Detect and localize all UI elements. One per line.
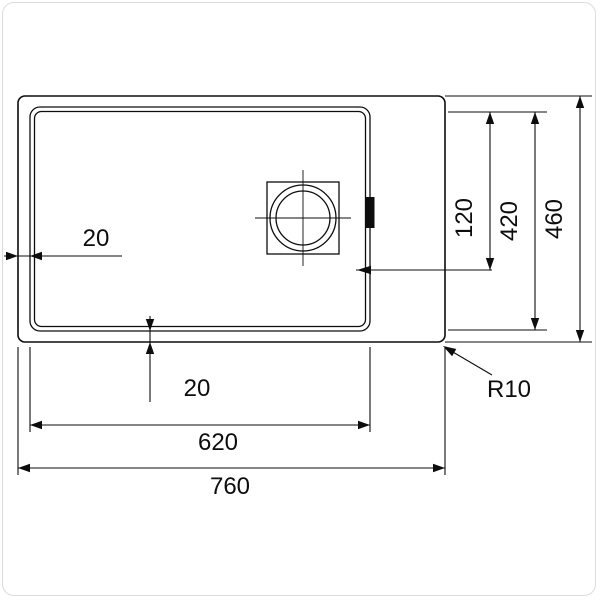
dim-760-label: 760 [210,473,250,500]
overflow-mark [365,197,375,228]
leader-line [451,351,493,376]
dimension-left-rim-offset: 20 [4,225,122,261]
right-extension-lines [356,95,592,343]
dim-arrow [145,342,155,354]
radius-r10-label: R10 [487,376,531,403]
dimension-drain-offset: 120 [451,112,495,270]
dimension-outer-width: 760 [17,347,446,500]
dim-arrow [358,420,370,430]
dim-arrow [18,463,30,473]
dimension-corner-radius: R10 [443,346,531,403]
sink-outer-edge [17,95,446,343]
dim-bottom-20-label: 20 [184,375,211,402]
dim-460-label: 460 [541,199,568,239]
dim-arrow [575,330,585,342]
sink-outline [17,95,446,343]
dim-arrow [485,112,495,124]
dim-620-label: 620 [198,429,238,456]
dimension-bowl-depth: 420 [496,112,540,330]
dim-arrow [30,251,42,261]
dim-arrow [433,463,445,473]
dim-arrow [145,319,155,331]
bowl-rim-inner-line [33,110,367,328]
dim-arrow [530,112,540,124]
dim-420-label: 420 [496,201,523,241]
dim-arrow [6,251,18,261]
dim-arrow [530,318,540,330]
dim-arrow [485,258,495,270]
dimension-outer-depth: 460 [541,96,585,342]
drain-reference-arrow [357,265,371,275]
dim-left-20-label: 20 [83,225,110,252]
bowl-rim-outer-line [29,106,371,332]
dimension-bottom-rim-offset: 20 [145,316,211,402]
leader-arrow [443,346,457,357]
dimension-bowl-width: 620 [29,347,371,456]
dim-arrow [575,96,585,108]
drain-assembly [255,170,351,266]
dim-120-label: 120 [451,198,478,238]
dim-arrow [30,420,42,430]
